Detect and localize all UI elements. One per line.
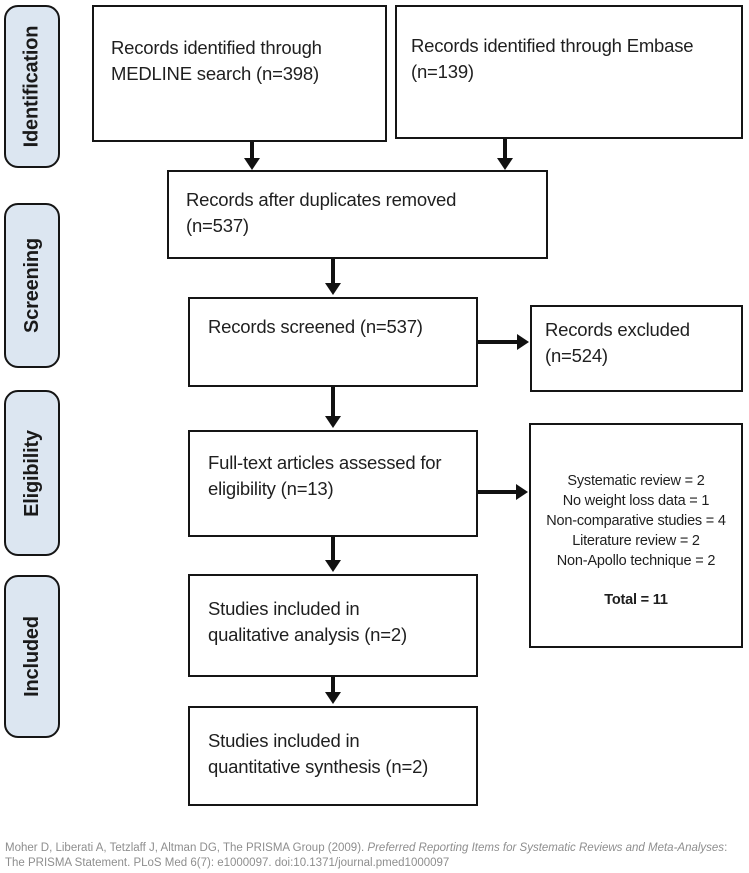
- box-records-medline: Records identified through MEDLINE searc…: [92, 5, 387, 142]
- arrowhead-right-icon: [516, 484, 528, 500]
- arrowhead-right-icon: [517, 334, 529, 350]
- arrowhead-down-icon: [497, 158, 513, 170]
- stage-label-eligibility: Eligibility: [4, 390, 60, 556]
- box-qualitative-analysis: Studies included in qualitative analysis…: [188, 574, 478, 677]
- exclusion-reason-line: Literature review = 2: [572, 533, 700, 549]
- arrow-embase-to-duplicates: [503, 139, 507, 159]
- box-records-screened: Records screened (n=537): [188, 297, 478, 387]
- arrow-fulltext-to-qualitative: [331, 537, 335, 561]
- stage-label-screening: Screening: [4, 203, 60, 368]
- exclusion-reason-line: Non-comparative studies = 4: [546, 513, 726, 529]
- citation-part1: Moher D, Liberati A, Tetzlaff J, Altman …: [5, 842, 368, 854]
- stage-label-included: Included: [4, 575, 60, 738]
- citation-part2: : The PRISMA Statement. PLoS Med 6(7): e…: [5, 842, 728, 869]
- exclusion-reason-line: Non-Apollo technique = 2: [556, 553, 716, 569]
- stage-label-eligibility-text: Eligibility: [20, 429, 43, 517]
- box-quantitative-synthesis: Studies included in quantitative synthes…: [188, 706, 478, 806]
- exclusion-reason-line: Systematic review = 2: [567, 473, 705, 489]
- arrowhead-down-icon: [244, 158, 260, 170]
- box-fulltext-assessed: Full-text articles assessed for eligibil…: [188, 430, 478, 537]
- exclusion-reason-line: No weight loss data = 1: [562, 493, 710, 509]
- arrow-medline-to-duplicates: [250, 142, 254, 159]
- box-records-excluded: Records excluded (n=524): [530, 305, 743, 392]
- arrow-fulltext-to-reasons: [478, 490, 517, 494]
- citation-title-italic: Preferred Reporting Items for Systematic…: [367, 842, 725, 854]
- arrow-duplicates-to-screened: [331, 259, 335, 284]
- box-duplicates-removed: Records after duplicates removed (n=537): [167, 170, 548, 259]
- stage-label-identification-text: Identification: [20, 25, 43, 148]
- stage-label-identification: Identification: [4, 5, 60, 168]
- arrow-screened-to-fulltext: [331, 387, 335, 417]
- arrowhead-down-icon: [325, 560, 341, 572]
- stage-label-included-text: Included: [20, 616, 43, 697]
- box-exclusion-reasons: Systematic review = 2 No weight loss dat…: [529, 423, 743, 648]
- arrowhead-down-icon: [325, 283, 341, 295]
- arrow-screened-to-excluded: [478, 340, 518, 344]
- arrow-qualitative-to-quantitative: [331, 677, 335, 693]
- exclusion-total: Total = 11: [604, 592, 668, 608]
- arrowhead-down-icon: [325, 416, 341, 428]
- arrowhead-down-icon: [325, 692, 341, 704]
- box-records-embase: Records identified through Embase (n=139…: [395, 5, 743, 139]
- stage-label-screening-text: Screening: [20, 238, 43, 333]
- citation-text: Moher D, Liberati A, Tetzlaff J, Altman …: [5, 841, 743, 871]
